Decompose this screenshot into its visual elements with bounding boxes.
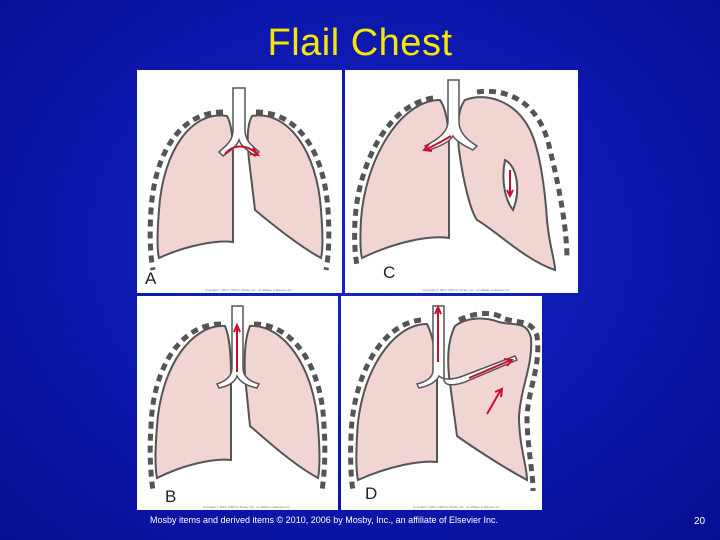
panel-copyright-b: Copyright © 2010, 2006 by Mosby, Inc., a… xyxy=(203,505,291,509)
lungs-normal-inspiration-illustration xyxy=(147,87,332,271)
slide-footer-credit: Mosby items and derived items © 2010, 20… xyxy=(150,515,498,525)
slide-title: Flail Chest xyxy=(267,22,453,64)
diagram-panel-b: B Copyright © 2010, 2006 by Mosby, Inc.,… xyxy=(137,296,338,510)
flail-chest-expiration-illustration xyxy=(348,304,541,492)
diagram-panel-a: A Copyright © 2010, 2006 by Mosby, Inc.,… xyxy=(137,70,342,293)
panel-label-b: B xyxy=(165,487,177,506)
panel-copyright-c: Copyright © 2010, 2006 by Mosby, Inc., a… xyxy=(423,288,511,292)
flail-chest-inspiration-illustration xyxy=(352,79,570,272)
diagram-panel-d: D Copyright © 2010, 2006 by Mosby, Inc.,… xyxy=(341,296,542,510)
slide-page-number: 20 xyxy=(694,516,706,527)
panel-label-c: C xyxy=(383,263,396,282)
diagram-panel-c: C Copyright © 2010, 2006 by Mosby, Inc.,… xyxy=(345,70,578,293)
lungs-normal-expiration-illustration xyxy=(147,305,328,492)
panel-copyright-d: Copyright © 2010, 2006 by Mosby, Inc., a… xyxy=(413,505,501,509)
panel-copyright-a: Copyright © 2010, 2006 by Mosby, Inc., a… xyxy=(205,288,293,292)
panel-label-a: A xyxy=(145,269,157,288)
panel-label-d: D xyxy=(365,484,378,503)
